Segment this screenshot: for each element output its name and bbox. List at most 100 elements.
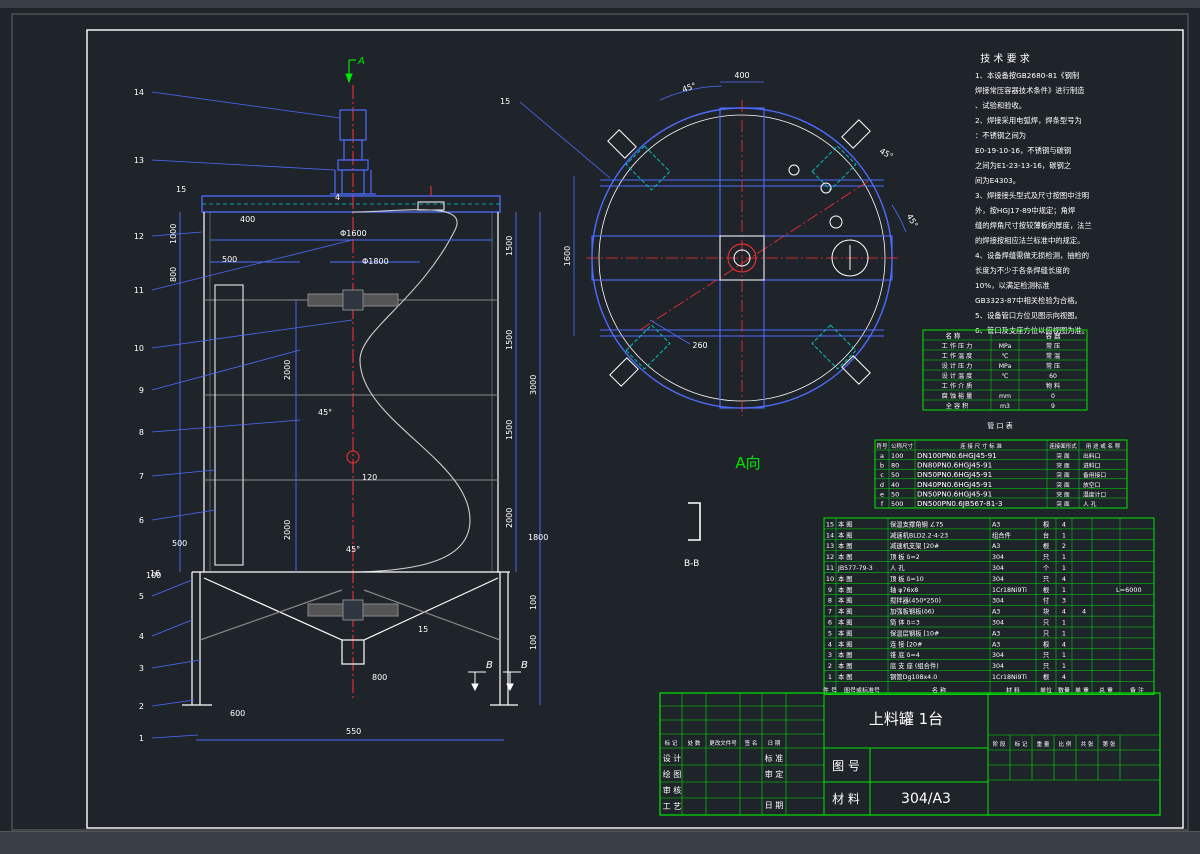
nozzle-symbol: f (881, 500, 884, 508)
nozzle-header: 用 途 或 名 称 (1086, 442, 1121, 450)
nozzle-purpose: 出料口 (1083, 452, 1101, 460)
part-name: 轴 φ76x8 (890, 585, 918, 594)
balloon-9: 9 (139, 386, 144, 395)
part-qty: 4 (1062, 640, 1066, 648)
tech-line: 的焊接按相应法兰标准中的规定。 (975, 236, 1084, 245)
front-dimension: 500 (222, 255, 237, 264)
part-unit: 只 (1043, 629, 1049, 637)
window-top-bar (0, 0, 1200, 8)
leader-lines (151, 91, 353, 739)
nozzle-standard: DN50PN0.6HGJ45-91 (917, 489, 992, 498)
part-drawing-no: 本 图 (838, 585, 853, 594)
part-qty: 4 (1062, 673, 1066, 681)
title-block: 上料罐 1台 图 号 材 料 304/A3 标 记处 数更改文件号签 名日 期设… (659, 692, 1161, 816)
part-material: 304 (992, 576, 1004, 583)
part-number: 1 (828, 673, 832, 681)
part-unit: 付 (1043, 596, 1049, 605)
design-param-name: 全 容 积 (946, 402, 969, 410)
nozzle-face: 突 面 (1056, 471, 1070, 479)
design-param-name: 工 作 温 度 (942, 352, 973, 360)
drawing-number-label: 图 号 (832, 759, 860, 773)
part-drawing-no: 本 图 (838, 618, 853, 627)
front-dimension: 120 (362, 473, 377, 482)
part-number: 10 (826, 575, 834, 583)
section-b-label-right: B (521, 660, 528, 671)
front-dimension: 2000 (505, 508, 514, 528)
drawing-border-inner (86, 29, 1184, 829)
tech-line: 2、焊接采用电弧焊，焊条型号为 (975, 116, 1082, 125)
reducer-motor (330, 109, 376, 195)
part-number: 8 (828, 597, 832, 605)
part-material: A3 (992, 521, 1000, 528)
nozzle-table-title: 管 口 表 (987, 421, 1012, 430)
part-unit: 根 (1043, 639, 1050, 648)
tech-line: 4、设备焊缝需做无损检测，抽检的 (975, 251, 1089, 260)
parts-header: 单 重 (1075, 686, 1089, 694)
part-number: 2 (828, 662, 832, 670)
part-qty: 4 (1062, 520, 1066, 528)
parts-header: 名 称 (932, 686, 946, 694)
parts-header: 件 号 (823, 686, 837, 694)
nozzle-size: 100 (891, 452, 903, 460)
part-number: 6 (828, 619, 832, 627)
front-dimension: 100 (529, 635, 538, 650)
nozzle-size: 50 (891, 471, 899, 479)
a-view-label: A向 (735, 454, 760, 472)
balloon-10: 10 (134, 344, 144, 353)
design-param-unit: ℃ (1002, 353, 1009, 360)
approval-label: 审 定 (765, 769, 784, 779)
title-block-right-headers: 阶 段标 记重 量比 例共 张第 张 (993, 740, 1116, 748)
nozzle-header: 连 接 尺 寸 标 准 (960, 442, 1002, 450)
drawing-border-outer (11, 13, 1189, 831)
signature-label: 审 核 (663, 785, 682, 795)
tech-line: E0-19-10-16，不锈钢与碳钢 (975, 146, 1071, 155)
balloon-5: 5 (139, 592, 144, 601)
tech-line: 缝的焊角尺寸按较薄板的厚度，法兰 (975, 221, 1092, 230)
top-view-nozzles (788, 164, 869, 277)
nozzle-purpose: 人 孔 (1083, 500, 1097, 508)
front-dimension: 550 (346, 727, 361, 736)
part-drawing-no: 本 图 (838, 552, 853, 561)
approval-label: 标 准 (765, 753, 784, 763)
part-qty: 1 (1062, 586, 1066, 594)
balloon-14: 14 (134, 88, 144, 97)
part-drawing-no: 本 图 (838, 607, 853, 616)
bb-section-label: B-B (684, 559, 699, 569)
part-drawing-no: 本 图 (838, 596, 853, 605)
design-param-value: 常 压 (1046, 362, 1060, 370)
part-qty: 1 (1062, 629, 1066, 637)
part-drawing-no: 本 图 (838, 672, 853, 681)
front-dimension: 45° (346, 545, 360, 554)
part-drawing-no: 本 图 (838, 661, 853, 670)
part-unit: 台 (1043, 530, 1049, 539)
part-number: 14 (826, 531, 834, 539)
tech-line: 5、设备管口方位见图示向视图。 (975, 311, 1082, 320)
nozzle-purpose: 温度计口 (1083, 490, 1106, 498)
balloon-7: 7 (139, 472, 144, 481)
part-unit: 只 (1043, 619, 1049, 627)
part-name: 顶 板 δ=2 (890, 552, 920, 561)
tech-line: 焊接常压容器技术条件》进行制造 (975, 86, 1085, 95)
part-name: 锥 底 δ=4 (890, 650, 920, 659)
title-right-header: 比 例 (1059, 740, 1072, 748)
part-number: 13 (826, 542, 834, 550)
design-param-unit: MPa (999, 343, 1012, 350)
revision-header: 更改文件号 (709, 739, 737, 747)
part-name: 连 接 [20# (890, 639, 922, 648)
part-material: 304 (992, 554, 1004, 561)
part-material: 1Cr18Ni9Ti (992, 587, 1027, 594)
part-unit: 只 (1043, 651, 1049, 659)
front-dimension: 1500 (505, 236, 514, 256)
balloon-4: 4 (139, 632, 144, 641)
part-drawing-no: 本 图 (838, 530, 853, 539)
part-name: 减速机BLD2.2-4-23 (890, 530, 948, 539)
top-view-shaft (727, 243, 757, 273)
signature-label: 设 计 (663, 753, 682, 763)
top-dimension: 400 (734, 71, 749, 80)
design-param-name: 设 计 压 力 (942, 362, 973, 370)
part-name: 底 支 座 (组合件) (890, 661, 939, 670)
part-number: 5 (828, 629, 832, 637)
front-dimension: 800 (169, 267, 178, 282)
